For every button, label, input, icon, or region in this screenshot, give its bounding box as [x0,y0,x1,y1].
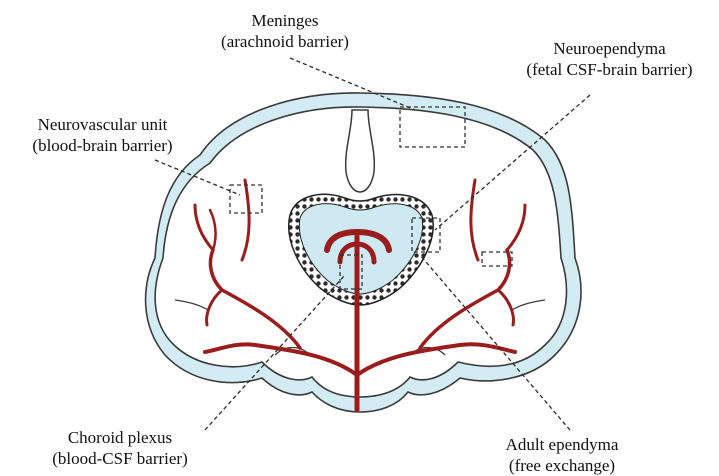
adult-ependyma-subtitle: (free exchange) [472,455,652,476]
meninges-subtitle: (arachnoid barrier) [200,31,370,52]
meninges-title: Meninges [200,10,370,31]
choroid-label: Choroid plexus (blood-CSF barrier) [15,427,225,469]
adult-ependyma-title: Adult ependyma [472,434,652,455]
neuroependyma-subtitle: (fetal CSF-brain barrier) [500,59,719,80]
meninges-label: Meninges (arachnoid barrier) [200,10,370,52]
choroid-title: Choroid plexus [15,427,225,448]
neuroependyma-title: Neuroependyma [500,38,719,59]
choroid-subtitle: (blood-CSF barrier) [15,448,225,469]
neuroependyma-label: Neuroependyma (fetal CSF-brain barrier) [500,38,719,80]
neurovascular-subtitle: (blood-brain barrier) [0,135,205,156]
adult-ependyma-label: Adult ependyma (free exchange) [472,434,652,476]
neurovascular-label: Neurovascular unit (blood-brain barrier) [0,114,205,156]
neurovascular-title: Neurovascular unit [0,114,205,135]
